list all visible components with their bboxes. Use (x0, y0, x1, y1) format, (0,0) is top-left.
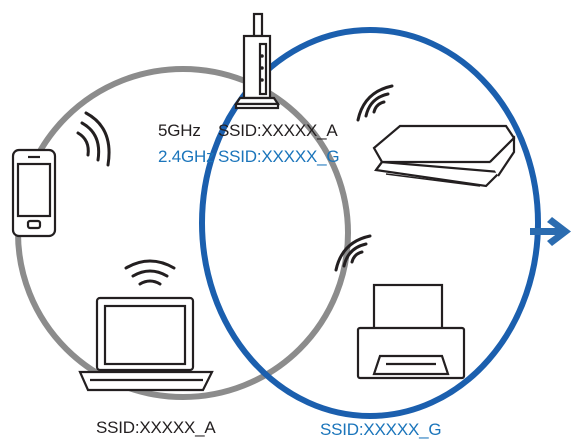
router-icon (233, 12, 281, 110)
printer-icon (356, 283, 466, 380)
blue-network-ellipse (199, 27, 541, 419)
smartphone-icon (11, 148, 57, 238)
laptop-wifi-icon (124, 259, 176, 286)
band-24ghz-ssid: SSID:XXXXX_G (218, 147, 340, 166)
band-24ghz-label: 2.4GHz (158, 147, 215, 166)
laptop-icon (78, 296, 214, 392)
band-5ghz-label: 5GHz (158, 121, 201, 140)
scanner-wifi-icon (356, 84, 394, 122)
band-5ghz-ssid: SSID:XXXXX_A (218, 121, 338, 140)
arrow-right-icon (530, 217, 571, 246)
printer-wifi-icon (334, 234, 372, 272)
scanner-icon (372, 124, 516, 188)
phone-wifi-icon (76, 111, 111, 167)
gray-network-label: SSID:XXXXX_A (96, 418, 216, 437)
blue-network-label: SSID:XXXXX_G (320, 420, 442, 439)
